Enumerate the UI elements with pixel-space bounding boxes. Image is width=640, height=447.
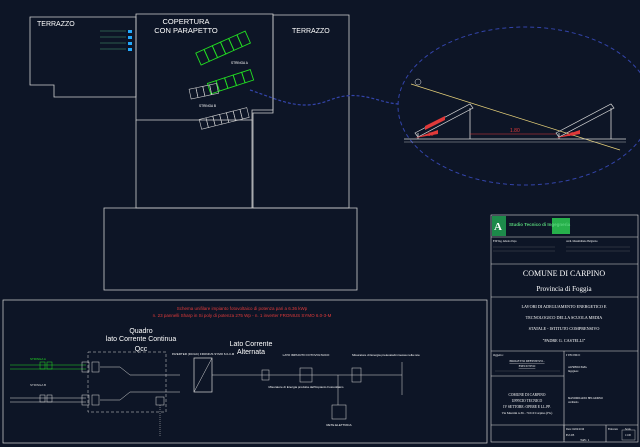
lavori-line-2: TECNOLOGICO DELLA SCUOLA MEDIA bbox=[526, 315, 603, 320]
cable-route bbox=[249, 89, 401, 106]
string-b-line bbox=[10, 397, 86, 403]
ac-line bbox=[212, 362, 403, 420]
engineer-left: ETP Ing. Alberto Papa bbox=[493, 240, 517, 243]
string-a-line bbox=[10, 364, 86, 370]
string-a-panels bbox=[39, 361, 53, 370]
tav-label: TAV. 1 bbox=[580, 438, 590, 442]
quadro-label-2: lato Corrente Continua bbox=[106, 336, 177, 343]
tecnico-1-role: Ingegnere bbox=[568, 370, 579, 373]
misuratore-rete-label: Misuratore di Energia prelevata/immessa … bbox=[352, 353, 420, 357]
pv-array-bottom bbox=[188, 83, 250, 130]
tecnici-label: I TECNICI: bbox=[566, 353, 581, 357]
comune-name: COMUNE DI CARPINO bbox=[523, 269, 605, 278]
terrazzo-left-label: TERRAZZO bbox=[37, 21, 75, 28]
date-label: Data: 04/04/2016 bbox=[566, 428, 585, 431]
building-plan bbox=[29, 13, 358, 291]
provincia-name: Provincia di Foggia bbox=[536, 285, 592, 293]
quadro-label-1: Quadro bbox=[129, 328, 152, 335]
fv-side-label: LATO IMPIANTO FOTOVOLTAICO bbox=[283, 353, 330, 357]
contatore-label: Misuratore di Energia prodotta dall'Impi… bbox=[269, 385, 344, 389]
angle-right-label: 30° bbox=[568, 132, 576, 138]
qcc-box bbox=[87, 351, 167, 413]
lato-ca-label-2: Alternata bbox=[237, 349, 265, 356]
progetto-line-2: ESECUTIVO bbox=[519, 364, 536, 368]
lavori-line-3: STATALE - ISTITUTO COMPRENSIVO bbox=[529, 326, 600, 331]
committente-line-3: IV SETTORE: OPERE E LL.PP. bbox=[503, 405, 550, 409]
angle-left-label: 30° bbox=[428, 132, 436, 138]
distance-label: 1.80 bbox=[510, 128, 520, 134]
committente-line-1: COMUNE DI CARPINO bbox=[509, 393, 546, 397]
copertura-label-2: CON PARAPETTO bbox=[154, 26, 218, 35]
committente-line-2: UFFICIO TECNICO bbox=[512, 399, 543, 403]
lato-ca-label-1: Lato Corrente bbox=[230, 341, 273, 348]
schema-title-2: n. 23 pannelli Sharp in Si poly di poten… bbox=[153, 313, 332, 318]
terrazzo-right-label: TERRAZZO bbox=[292, 28, 330, 35]
committente-line-4: Via Mazzini n.36 - 71010 Carpino (FG) bbox=[502, 411, 553, 415]
lavori-line-4: "PADRE G. CASTELLI" bbox=[543, 338, 586, 343]
quadro-label-3: Qcc bbox=[135, 346, 148, 353]
qcc-devices bbox=[81, 361, 180, 437]
inverter-label: INVERTER (DC/AC) FRONIUS SYMO 6.0-3-M bbox=[172, 352, 235, 356]
title-block bbox=[490, 214, 639, 443]
schema-stringa-a: STRINGA A bbox=[30, 357, 46, 361]
elaborato-label: Elaborato bbox=[608, 428, 619, 431]
schema-frame bbox=[2, 299, 488, 444]
section-detail bbox=[397, 26, 640, 186]
svg-text:A: A bbox=[494, 221, 502, 233]
lavori-line-1: LAVORI DI ADEGUAMENTO ENERGETICO E bbox=[522, 304, 607, 309]
rete-label: RETE ELETTRICA bbox=[326, 423, 351, 427]
schema-stringa-b: STRINGA B bbox=[30, 383, 46, 387]
plan-stringa-a: STRINGA A bbox=[231, 61, 249, 65]
string-b-panels bbox=[39, 394, 53, 403]
tecnico-1: ALFREDO PAPA bbox=[568, 366, 587, 369]
plan-legend bbox=[100, 30, 132, 51]
tecnico-2: MASSIMILIANO BELGIORNO bbox=[568, 397, 603, 400]
firm-logo: A bbox=[492, 216, 570, 236]
copertura-label-1: COPERTURA bbox=[163, 17, 210, 26]
tecnico-2-role: Architetto bbox=[568, 401, 579, 404]
elaborato-code: E2.03 bbox=[566, 433, 575, 437]
oggetto-label: Oggetto: bbox=[493, 353, 504, 357]
scala-value: 1:100 bbox=[625, 434, 632, 437]
schema-title-1: Schema unifilare impianto fotovoltaico d… bbox=[177, 306, 308, 311]
progetto-line-1: PROGETTO DEFINITIVO - bbox=[509, 359, 544, 363]
firm-name: Studio Tecnico di Ingegneria bbox=[509, 222, 571, 227]
pv-array-top bbox=[195, 30, 255, 95]
plan-stringa-b: STRINGA B bbox=[199, 104, 216, 108]
engineer-right: Arch. Massimiliano Belgiorno bbox=[566, 240, 598, 243]
inverter-diag bbox=[193, 357, 213, 393]
scala-label: Scala bbox=[625, 428, 631, 431]
